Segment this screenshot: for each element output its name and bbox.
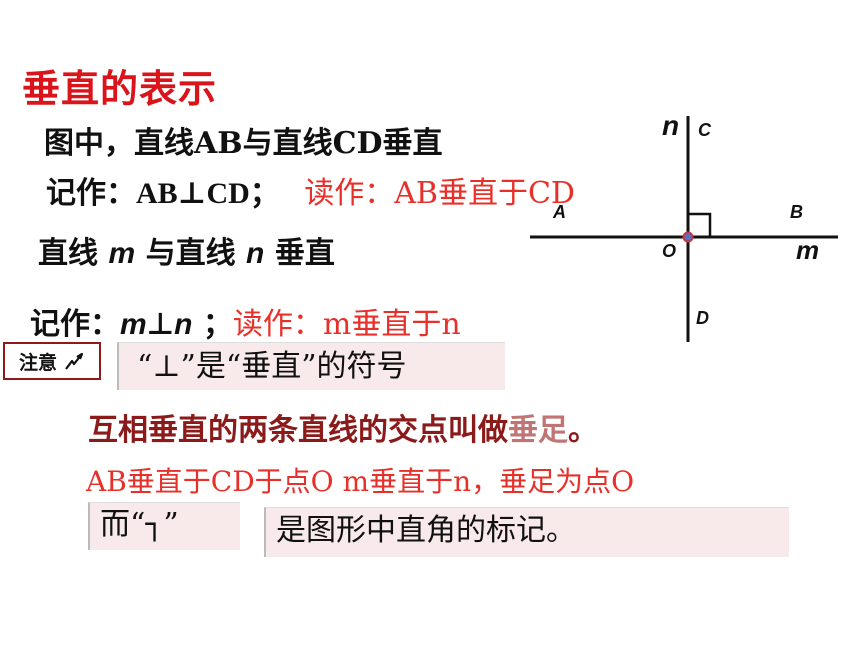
mn-sentence: 直线 m 与直线 n 垂直 xyxy=(38,236,335,271)
lightning-icon xyxy=(65,352,84,370)
notation-prefix: 记作： xyxy=(30,307,120,342)
right-angle-symbol-box: 而“┐” xyxy=(88,502,240,550)
label-b: B xyxy=(790,202,803,222)
right-angle-symbol: ┐ xyxy=(145,507,164,542)
slide-title: 垂直的表示 xyxy=(22,66,218,111)
intro-sentence: 图中，直线AB与直线CD垂直 xyxy=(44,126,443,161)
label-d: D xyxy=(696,308,709,328)
note-badge-label: 注意 xyxy=(18,351,57,374)
separator: ； xyxy=(202,307,233,342)
foot-examples: AB垂直于CD于点O m垂直于n，垂足为点O xyxy=(86,465,635,498)
label-n: n xyxy=(662,110,679,141)
ab-cd-notation-line: 记作：AB⊥CD； 读作：AB垂直于CD xyxy=(46,168,575,212)
label-m: m xyxy=(796,235,819,265)
ab-perp-cd: AB⊥CD； xyxy=(136,177,280,210)
var-n: n xyxy=(246,237,265,270)
label-a: A xyxy=(552,202,566,222)
foot-term: 垂足 xyxy=(508,413,568,448)
notation-prefix: 记作： xyxy=(46,176,136,211)
perp-symbol-note: “⊥”是“垂直”的符号 xyxy=(117,342,505,390)
label-c: C xyxy=(698,120,712,140)
right-angle-mark xyxy=(688,212,712,237)
intersection-point-o xyxy=(682,231,694,243)
right-angle-description: 是图形中直角的标记。 xyxy=(264,507,789,557)
mn-notation-line: 记作：m⊥n ；读作：m垂直于n xyxy=(30,299,461,343)
perpendicular-diagram: n C A B O m D xyxy=(530,110,838,342)
foot-definition: 互相垂直的两条直线的交点叫做垂足。 xyxy=(88,413,598,448)
var-m: m xyxy=(108,237,136,270)
note-badge: 注意 xyxy=(3,342,101,380)
ab-cd-reading: 读作：AB垂直于CD xyxy=(304,176,575,211)
m-perp-n: m⊥n xyxy=(120,308,193,341)
label-o: O xyxy=(662,241,676,261)
mn-reading: 读作：m垂直于n xyxy=(232,307,461,342)
